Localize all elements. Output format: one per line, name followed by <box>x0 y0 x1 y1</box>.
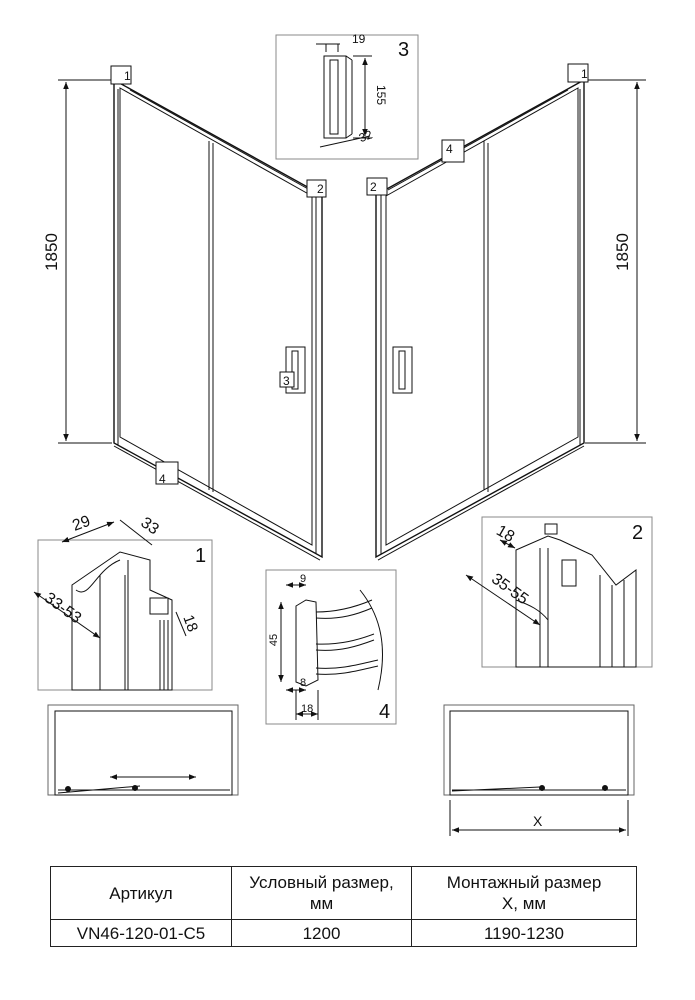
header-article-line: Артикул <box>109 883 173 903</box>
callout-3-left: 3 <box>283 374 290 388</box>
install-width-label: X <box>533 813 543 829</box>
detail-1-range: 33-53 <box>41 589 84 627</box>
detail-4-dim-height: 45 <box>268 634 280 646</box>
callout-1-right: 1 <box>581 67 588 81</box>
callout-4-right: 4 <box>446 142 453 156</box>
detail-2-range: 35-55 <box>488 570 531 608</box>
callout-4-right-box <box>441 139 465 163</box>
cell-article: VN46-120-01-C5 <box>50 919 232 947</box>
cell-nominal-size: 1200 <box>231 919 412 947</box>
header-nominal-line-1: Условный размер, <box>249 873 394 892</box>
height-label-right: 1850 <box>613 233 632 271</box>
detail-1-profile-drawing <box>33 519 187 691</box>
detail-2-profile-drawing <box>465 523 637 668</box>
detail-4-dim-mid: 8 <box>300 677 306 689</box>
detail-1-dim-c: 18 <box>179 613 201 634</box>
left-door-panel <box>113 78 323 561</box>
detail-2-dim-a: 18 <box>493 522 517 546</box>
callout-2-left-box <box>306 179 327 198</box>
callout-1-left: 1 <box>124 69 131 83</box>
header-install-line-1: Монтажный размер <box>446 873 602 892</box>
right-door-handle <box>392 346 413 394</box>
callout-4-left-box <box>155 461 179 485</box>
callout-2-right: 2 <box>370 180 377 194</box>
plan-view-left <box>47 704 239 796</box>
height-dimension-right <box>580 79 646 444</box>
detail-3-depth: 32 <box>357 127 375 145</box>
detail-3-handle-drawing <box>316 43 372 148</box>
header-install-line-2: X, мм <box>501 894 547 913</box>
detail-3-frame <box>275 34 419 160</box>
table-row: VN46-120-01-C5 1200 1190-1230 <box>50 919 637 947</box>
spec-table-header-row: Артикул Условный размер, мм Монтажный раз… <box>50 866 637 920</box>
spec-table: Артикул Условный размер, мм Монтажный раз… <box>50 866 637 947</box>
header-nominal-line-2: мм <box>309 894 334 913</box>
height-label-left: 1850 <box>42 233 61 271</box>
detail-3-number: 3 <box>398 39 409 61</box>
detail-1-dim-a: 29 <box>70 513 93 535</box>
callout-4-left: 4 <box>159 472 166 486</box>
detail-4-dim-width: 18 <box>301 703 313 715</box>
detail-1-number: 1 <box>195 545 206 567</box>
right-door-panel <box>375 78 585 561</box>
callout-2-left: 2 <box>317 182 324 196</box>
header-install-size: Монтажный размер X, мм <box>411 866 637 920</box>
detail-1-dim-b: 33 <box>137 514 161 538</box>
header-article: Артикул <box>50 866 232 920</box>
callout-1-left-box <box>110 65 132 85</box>
detail-2-number: 2 <box>632 522 643 544</box>
plan-view-right <box>443 704 635 836</box>
detail-4-profile-drawing <box>278 582 384 720</box>
height-dimension-left <box>58 79 112 444</box>
left-door-handle <box>279 346 306 394</box>
detail-3-height: 155 <box>374 85 388 105</box>
detail-4-frame <box>265 569 397 725</box>
detail-3-width: 19 <box>352 32 366 46</box>
header-nominal-size: Условный размер, мм <box>231 866 412 920</box>
detail-4-number: 4 <box>379 701 390 723</box>
detail-4-dim-top: 9 <box>300 573 306 585</box>
callout-2-right-box <box>366 177 388 196</box>
cell-install-size: 1190-1230 <box>411 919 637 947</box>
callout-1-right-box <box>567 63 589 83</box>
